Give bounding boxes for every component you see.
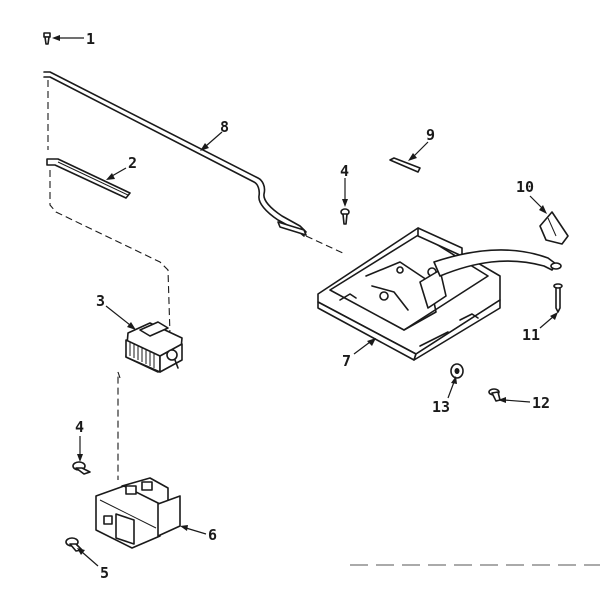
callout-12: 12 [532, 394, 550, 412]
callout-4-upper: 4 [340, 162, 349, 180]
part-8-rod [43, 71, 307, 237]
callout-3: 3 [96, 292, 105, 310]
part-9-clip [389, 157, 421, 173]
part-2-strip [46, 158, 131, 199]
leader-lines [52, 35, 558, 567]
callout-10: 10 [516, 178, 534, 196]
callout-6: 6 [208, 526, 217, 544]
assembly-lines-left [47, 80, 346, 480]
callout-11: 11 [522, 326, 540, 344]
part-13-washer [450, 363, 464, 379]
part-6-bracket [95, 477, 181, 549]
callout-7: 7 [342, 352, 351, 370]
part-4-screw-upper [340, 208, 350, 225]
callout-2: 2 [128, 154, 137, 172]
part-4-screw-lower [72, 461, 91, 475]
callout-9: 9 [426, 126, 435, 144]
callout-5: 5 [100, 564, 109, 582]
part-3-motor [125, 321, 183, 373]
callout-8: 8 [220, 118, 229, 136]
part-11-screw [553, 283, 563, 313]
callout-13: 13 [432, 398, 450, 416]
part-10-cap [539, 211, 569, 245]
callout-1: 1 [86, 30, 95, 48]
part-7-mounting-bracket [317, 227, 562, 361]
callout-4-lower: 4 [75, 418, 84, 436]
part-12-screw [488, 388, 501, 402]
callout-labels: 1 2 3 4 4 5 6 7 8 9 10 11 12 13 [75, 30, 550, 582]
part-1-screw [43, 32, 51, 45]
